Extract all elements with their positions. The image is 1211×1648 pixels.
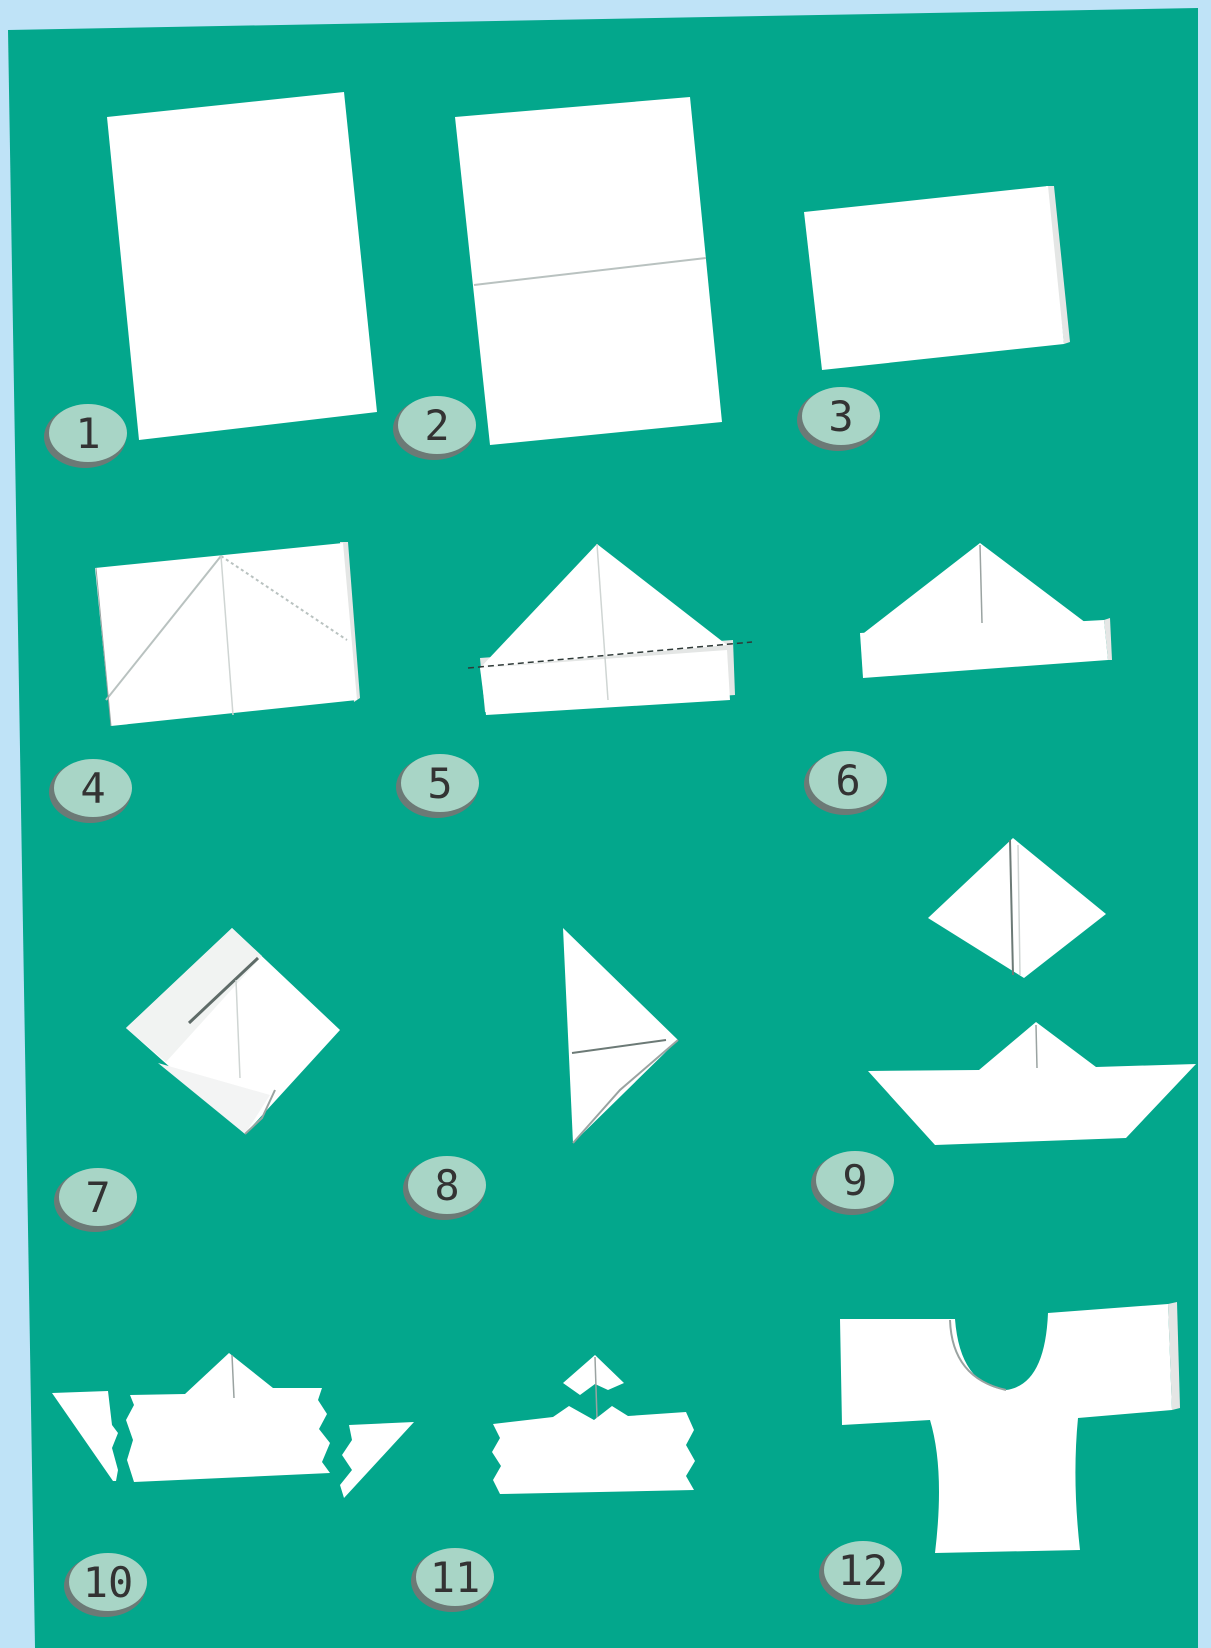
step-number: 2: [424, 401, 449, 450]
step-1-sheet: [107, 92, 377, 440]
step-number: 1: [75, 409, 100, 458]
step-number: 10: [83, 1558, 134, 1607]
step-number: 4: [80, 764, 105, 813]
step-3-folded-half: [804, 186, 1070, 370]
step-number: 8: [434, 1161, 459, 1210]
step-number: 3: [828, 392, 853, 441]
step-number: 11: [430, 1553, 481, 1602]
step-2-sheet-creased: [455, 97, 722, 445]
step-number: 9: [842, 1156, 867, 1205]
step-number: 12: [838, 1546, 889, 1595]
step-number: 7: [85, 1173, 110, 1222]
step-4-fold-corners: [95, 542, 360, 726]
step-number: 6: [835, 756, 860, 805]
step-number: 5: [427, 759, 452, 808]
